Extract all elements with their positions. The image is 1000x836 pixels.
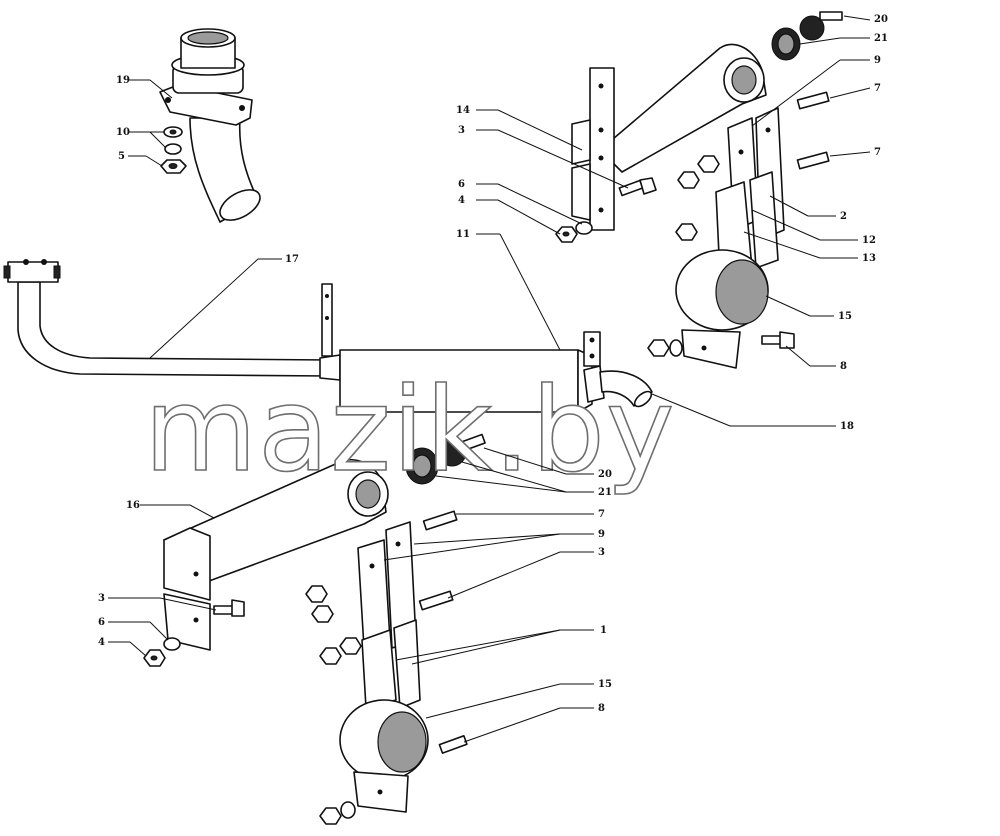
nut-4-lower — [143, 649, 166, 667]
callout-6-upper: 6 — [458, 179, 465, 190]
callout-7-lower: 7 — [598, 509, 605, 520]
callout-5: 5 — [118, 151, 125, 162]
exhaust-pipe-17 — [3, 259, 341, 381]
callout-8-upper: 8 — [840, 361, 847, 372]
upper-bracket-14 — [571, 43, 767, 231]
washer-6-lower — [163, 637, 181, 651]
muffler-11 — [339, 331, 605, 413]
rubber-bushing-21-lower — [405, 437, 467, 485]
callout-4-upper: 4 — [458, 195, 465, 206]
nuts-lower-clamp — [305, 585, 362, 825]
clamp-15-upper — [675, 249, 769, 369]
callout-18: 18 — [840, 421, 854, 432]
nut-4-upper — [555, 226, 578, 243]
callout-15-upper: 15 — [838, 311, 852, 322]
clamp-15-lower — [339, 699, 429, 813]
callout-7-upper-a: 7 — [874, 83, 881, 94]
bolt-20-upper — [819, 11, 843, 21]
callout-20-lower: 20 — [598, 469, 612, 480]
callout-20-upper: 20 — [874, 14, 888, 25]
callout-3-upper: 3 — [458, 125, 465, 136]
callout-layer: 19 10 5 17 20 21 9 7 7 14 3 6 4 2 12 13 … — [98, 14, 888, 743]
callout-7-upper-b: 7 — [874, 147, 881, 158]
callout-12: 12 — [862, 235, 876, 246]
callout-21-upper: 21 — [874, 33, 888, 44]
callout-9-lower: 9 — [598, 529, 605, 540]
nuts-upper-clamp — [647, 155, 720, 357]
callout-9-upper: 9 — [874, 55, 881, 66]
callout-15-lower: 15 — [598, 679, 612, 690]
callout-13: 13 — [862, 253, 876, 264]
tail-pipe-18 — [599, 370, 653, 408]
callout-10: 10 — [116, 127, 130, 138]
watermark: mazik.by — [144, 363, 676, 498]
callout-2: 2 — [840, 211, 847, 222]
callout-21-lower: 21 — [598, 487, 612, 498]
callout-14: 14 — [456, 105, 470, 116]
washer-10 — [163, 126, 183, 138]
callout-4-lower: 4 — [98, 637, 105, 648]
bolt-8-lower — [438, 734, 468, 754]
callout-11: 11 — [456, 229, 470, 240]
callout-16: 16 — [126, 500, 140, 511]
callout-19: 19 — [116, 75, 130, 86]
rubber-bushing-21-upper — [771, 15, 825, 61]
callout-3-lower-left: 3 — [98, 593, 105, 604]
nut-5 — [160, 159, 187, 174]
callout-17: 17 — [285, 254, 299, 265]
callout-6-lower: 6 — [98, 617, 105, 628]
bolts-7-3-lower — [418, 510, 458, 611]
bolts-7-upper — [796, 91, 830, 170]
bolt-3-lower-left — [213, 599, 245, 617]
callout-1: 1 — [600, 625, 607, 636]
callout-8-lower: 8 — [598, 703, 605, 714]
lock-washer-10 — [164, 143, 182, 155]
bolt-20-lower — [460, 433, 486, 452]
bolt-3-upper — [618, 177, 657, 197]
bolt-8-upper — [761, 331, 795, 349]
callout-3-lower-right: 3 — [598, 547, 605, 558]
strap-plates-1 — [361, 619, 421, 709]
washer-6-upper — [575, 221, 593, 235]
exhaust-elbow-pipe — [159, 28, 261, 223]
lower-bracket-16 — [163, 458, 389, 651]
